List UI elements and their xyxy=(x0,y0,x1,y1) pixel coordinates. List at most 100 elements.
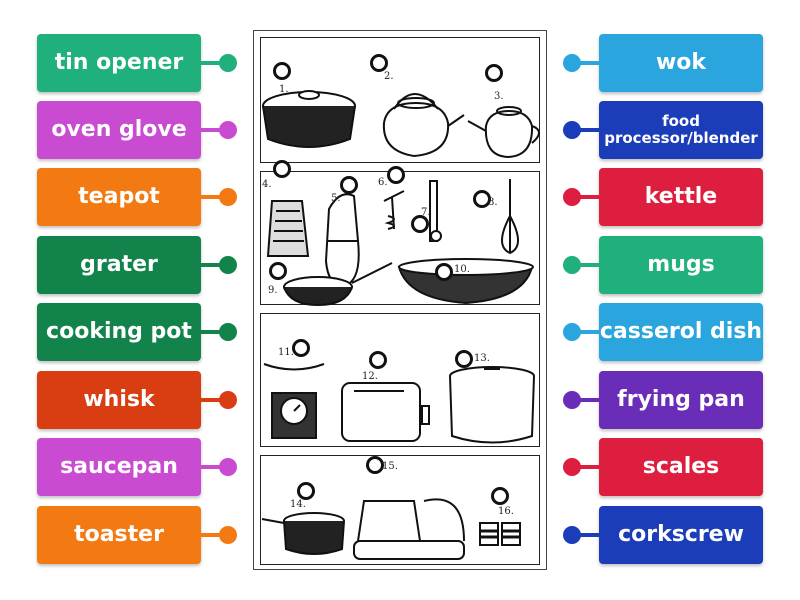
drag-handle-dot[interactable] xyxy=(563,526,581,544)
food-processor-drawing xyxy=(353,498,465,560)
drag-handle-dot[interactable] xyxy=(563,458,581,476)
label-connector xyxy=(201,195,227,199)
label-connector xyxy=(573,195,599,199)
frying-pan-drawing xyxy=(283,262,393,307)
drag-handle-dot[interactable] xyxy=(563,323,581,341)
kitchen-illustration xyxy=(261,90,540,560)
teapot-drawing xyxy=(467,106,540,159)
drag-handle-dot[interactable] xyxy=(219,323,237,341)
drag-handle-dot[interactable] xyxy=(563,391,581,409)
scales-drawing xyxy=(263,363,325,439)
label-cooking-pot[interactable]: cooking pot xyxy=(37,303,201,361)
item-number: 7. xyxy=(421,207,431,218)
label-connector xyxy=(201,533,227,537)
drop-slot[interactable] xyxy=(435,263,453,281)
casserole-dish-drawing xyxy=(262,90,356,148)
label-kettle[interactable]: kettle xyxy=(599,168,763,226)
label-connector xyxy=(573,398,599,402)
label-connector xyxy=(201,465,227,469)
shelf-row-3 xyxy=(260,313,540,447)
item-number: 13. xyxy=(474,353,490,364)
tin-opener-drawing xyxy=(429,180,442,242)
label-oven-glove[interactable]: oven glove xyxy=(37,101,201,159)
item-number: 6. xyxy=(378,177,388,188)
label-connector xyxy=(201,61,227,65)
grater-drawing xyxy=(266,200,310,257)
drop-slot[interactable] xyxy=(411,215,429,233)
drop-slot[interactable] xyxy=(273,160,291,178)
drop-slot[interactable] xyxy=(340,176,358,194)
label-connector xyxy=(573,128,599,132)
drop-slot[interactable] xyxy=(370,54,388,72)
label-connector xyxy=(201,128,227,132)
oven-glove-drawing xyxy=(324,193,360,288)
drag-handle-dot[interactable] xyxy=(219,526,237,544)
item-number: 14. xyxy=(290,499,306,510)
kettle-drawing xyxy=(382,93,465,158)
label-food-processor-blender[interactable]: food processor/blender xyxy=(599,101,763,159)
drop-slot[interactable] xyxy=(485,64,503,82)
item-number: 8. xyxy=(488,197,498,208)
corkscrew-drawing xyxy=(383,190,405,230)
drop-slot[interactable] xyxy=(292,339,310,357)
drag-handle-dot[interactable] xyxy=(563,256,581,274)
drag-handle-dot[interactable] xyxy=(219,256,237,274)
shelf-row-4 xyxy=(260,455,540,565)
shelf-row-1 xyxy=(260,37,540,163)
label-teapot[interactable]: teapot xyxy=(37,168,201,226)
label-connector xyxy=(573,263,599,267)
drop-slot[interactable] xyxy=(366,456,384,474)
toaster-drawing xyxy=(341,382,430,442)
label-frying-pan[interactable]: frying pan xyxy=(599,371,763,429)
whisk-drawing xyxy=(501,179,519,255)
drop-slot[interactable] xyxy=(387,166,405,184)
item-number: 16. xyxy=(498,506,514,517)
drop-slot[interactable] xyxy=(273,62,291,80)
saucepan-drawing xyxy=(261,512,345,555)
label-connector xyxy=(573,465,599,469)
item-number: 5. xyxy=(331,193,341,204)
drop-slot[interactable] xyxy=(297,482,315,500)
label-casserol-dish[interactable]: casserol dish xyxy=(599,303,763,361)
item-number: 2. xyxy=(384,71,394,82)
drop-slot[interactable] xyxy=(473,190,491,208)
drag-handle-dot[interactable] xyxy=(219,54,237,72)
drop-slot[interactable] xyxy=(269,262,287,280)
drag-handle-dot[interactable] xyxy=(219,391,237,409)
drag-handle-dot[interactable] xyxy=(219,188,237,206)
item-number: 9. xyxy=(268,285,278,296)
label-connector xyxy=(201,398,227,402)
label-mugs[interactable]: mugs xyxy=(599,236,763,294)
drop-slot[interactable] xyxy=(369,351,387,369)
drag-handle-dot[interactable] xyxy=(219,458,237,476)
label-connector xyxy=(573,330,599,334)
wok-drawing xyxy=(397,258,534,305)
label-scales[interactable]: scales xyxy=(599,438,763,496)
label-connector xyxy=(201,263,227,267)
label-grater[interactable]: grater xyxy=(37,236,201,294)
drag-handle-dot[interactable] xyxy=(563,54,581,72)
item-number: 10. xyxy=(454,264,470,275)
item-number: 12. xyxy=(362,371,378,382)
label-whisk[interactable]: whisk xyxy=(37,371,201,429)
drop-slot[interactable] xyxy=(491,487,509,505)
item-number: 11. xyxy=(278,347,294,358)
drag-handle-dot[interactable] xyxy=(563,121,581,139)
drag-handle-dot[interactable] xyxy=(563,188,581,206)
drag-handle-dot[interactable] xyxy=(219,121,237,139)
item-number: 4. xyxy=(262,179,272,190)
drop-slot[interactable] xyxy=(455,350,473,368)
label-corkscrew[interactable]: corkscrew xyxy=(599,506,763,564)
kitchen-items-picture: 1.2.3.4.5.6.7.8.9.10.11.12.13.14.15.16. xyxy=(253,30,547,570)
item-number: 3. xyxy=(494,91,504,102)
label-connector xyxy=(573,61,599,65)
item-number: 1. xyxy=(279,84,289,95)
label-saucepan[interactable]: saucepan xyxy=(37,438,201,496)
label-connector xyxy=(573,533,599,537)
cooking-pot-drawing xyxy=(449,366,535,444)
label-connector xyxy=(201,330,227,334)
mugs-drawing xyxy=(479,522,521,546)
label-toaster[interactable]: toaster xyxy=(37,506,201,564)
label-wok[interactable]: wok xyxy=(599,34,763,92)
label-tin-opener[interactable]: tin opener xyxy=(37,34,201,92)
